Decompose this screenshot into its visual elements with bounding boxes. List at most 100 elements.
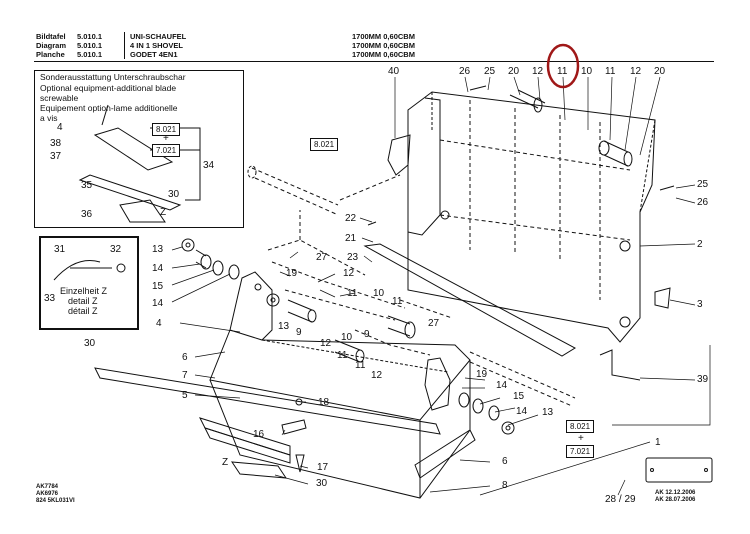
header-size: 1700MM 0,60CBM xyxy=(352,50,415,59)
footer-code: 824 5KL031VI xyxy=(36,498,75,504)
part-callout: 12 xyxy=(320,338,332,349)
part-number: 36 xyxy=(81,209,93,220)
header-label: Planche xyxy=(36,50,65,59)
header-title: GODET 4EN1 xyxy=(130,50,178,59)
header-title: UNI-SCHAUFEL xyxy=(130,32,187,41)
footer-code: AK7784 xyxy=(36,484,59,490)
optional-line: Optional equipment-additional blade xyxy=(40,83,177,93)
reference-box: 8.021 xyxy=(310,138,339,151)
part-callout: 22 xyxy=(345,213,357,224)
part-callout: 10 xyxy=(581,66,593,77)
part-callout: 6 xyxy=(502,456,508,467)
part-callout: 6 xyxy=(182,352,188,363)
optional-line: a vis xyxy=(40,113,58,123)
header-rule xyxy=(34,61,714,62)
header-sizes: 1700MM 0,60CBM 1700MM 0,60CBM 1700MM 0,6… xyxy=(352,32,415,59)
part-callout: 26 xyxy=(459,66,471,77)
part-callout: 7 xyxy=(182,370,188,381)
part-callout: 20 xyxy=(654,66,666,77)
part-callout: 39 xyxy=(697,374,709,385)
part-number: 30 xyxy=(168,189,180,200)
part-callout: 20 xyxy=(508,66,520,77)
part-number: 4 xyxy=(57,122,63,133)
header-titles: UNI-SCHAUFEL 4 IN 1 SHOVEL GODET 4EN1 xyxy=(130,32,186,59)
header-code: 5.010.1 xyxy=(77,41,103,50)
part-callout: 30 xyxy=(316,478,328,489)
part-callout: 1 xyxy=(655,437,661,448)
part-callout: 14 xyxy=(516,406,528,417)
header-size: 1700MM 0,60CBM xyxy=(352,41,415,50)
part-callout: 21 xyxy=(345,233,357,244)
part-callout: 19 xyxy=(286,268,298,279)
reference-plus: + xyxy=(578,433,584,444)
part-callout: Z xyxy=(222,457,229,468)
part-callout: 4 xyxy=(156,318,162,329)
detail-text: Einzelheit Z xyxy=(60,286,108,296)
bucket-back-frame xyxy=(407,91,656,343)
header-divider xyxy=(124,32,125,59)
part-number: 30 xyxy=(84,338,96,349)
part-callout: 25 xyxy=(484,66,496,77)
footer-left: AK7784 AK6976 824 5KL031VI xyxy=(36,484,75,505)
part-callout: 5 xyxy=(182,390,188,401)
part-callout: 2 xyxy=(697,239,703,250)
optional-equipment-box xyxy=(34,70,244,228)
footer-right: AK 12.12.2006 AK 28.07.2006 xyxy=(655,490,695,504)
part-callout: 10 xyxy=(341,332,353,343)
header-codes: 5.010.1 5.010.1 5.010.1 xyxy=(77,32,102,59)
part-callout: 11 xyxy=(557,66,568,77)
optional-ref: 8.021 xyxy=(152,123,181,136)
part-callout: 13 xyxy=(152,244,164,255)
optional-line: Equipement option-lame additionelle xyxy=(40,103,178,113)
part-callout: 3 xyxy=(697,299,703,310)
part-callout: 27 xyxy=(428,318,440,329)
header-label: Diagram xyxy=(36,41,67,50)
part-callout: 40 xyxy=(388,66,400,77)
part-callout: 11 xyxy=(355,360,366,371)
bucket-body xyxy=(209,360,471,499)
part-callout: 15 xyxy=(513,391,525,402)
cutting-edge-7 xyxy=(94,367,441,435)
detail-z-box xyxy=(39,236,139,330)
part-callout: 25 xyxy=(697,179,709,190)
part-callout: 14 xyxy=(152,263,164,274)
footer-date: AK 12.12.2006 xyxy=(655,490,696,496)
footer-date: AK 28.07.2006 xyxy=(655,497,696,503)
header-code: 5.010.1 xyxy=(77,32,103,41)
header-label: Bildtafel xyxy=(36,32,66,41)
right-arm-plate xyxy=(424,357,451,411)
header-title: 4 IN 1 SHOVEL xyxy=(130,41,183,50)
optional-line: screwable xyxy=(40,93,79,103)
part-callout: 12 xyxy=(371,370,383,381)
part-callout: 17 xyxy=(317,462,329,473)
header-code: 5.010.1 xyxy=(77,50,103,59)
part-number: Z xyxy=(160,207,167,218)
part-callout: 11 xyxy=(605,66,616,77)
part-callout: 9 xyxy=(296,327,302,338)
bucket-top xyxy=(209,329,471,421)
part-callout: 16 xyxy=(253,429,265,440)
part-number: 34 xyxy=(203,160,215,171)
part-callout: 8 xyxy=(502,480,508,491)
part-callout: 27 xyxy=(316,252,328,263)
part-callout: 12 xyxy=(532,66,544,77)
part-callout: 12 xyxy=(630,66,642,77)
part-callout: 11 xyxy=(392,296,403,307)
part-number: 38 xyxy=(50,138,62,149)
part-callout: 26 xyxy=(697,197,709,208)
optional-ref: 7.021 xyxy=(152,144,181,157)
blade-strip xyxy=(363,243,577,357)
part-callout: 19 xyxy=(476,369,488,380)
part-callout: 13 xyxy=(278,321,290,332)
part-callout: 11 xyxy=(337,350,348,361)
part-number: 31 xyxy=(54,244,66,255)
part-callout: 28 / 29 xyxy=(605,494,636,505)
part-callout: 23 xyxy=(347,252,359,263)
header-labels: Bildtafel Diagram Planche xyxy=(36,32,66,59)
optional-plus: + xyxy=(163,133,169,144)
part-number: 33 xyxy=(44,293,56,304)
footer-code: AK6976 xyxy=(36,491,59,497)
detail-text: détail Z xyxy=(68,306,98,316)
reference-box: 8.021 xyxy=(566,420,595,433)
